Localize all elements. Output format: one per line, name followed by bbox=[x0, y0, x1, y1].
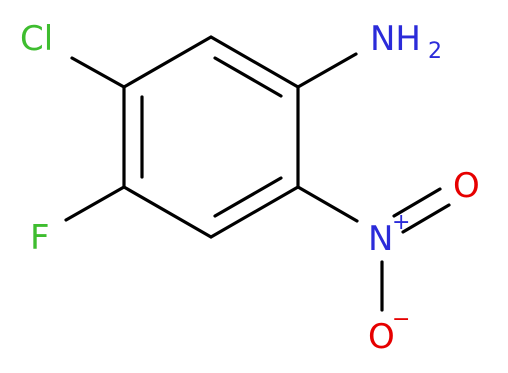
nitro-nitrogen-charge: + bbox=[392, 210, 410, 235]
oxygen-bottom-charge: − bbox=[392, 307, 410, 332]
atom-o-top: O bbox=[453, 166, 480, 206]
fluorine-label: F bbox=[30, 218, 50, 258]
aromatic-inner-bond-bottom-right bbox=[213, 176, 283, 218]
ring-bond-c1-c2 bbox=[209, 35, 300, 89]
amine-label: NH bbox=[370, 19, 421, 59]
nitro-nitrogen-label: N bbox=[368, 219, 393, 259]
ring-bond-c4-c5 bbox=[122, 185, 213, 239]
atom-nitro-n: N + bbox=[368, 210, 410, 259]
ring-bond-c6-c1 bbox=[122, 35, 213, 89]
oxygen-bottom-label: O bbox=[368, 317, 395, 357]
bond-c3-n bbox=[296, 185, 359, 223]
atom-f: F bbox=[30, 218, 50, 258]
bond-c6-cl bbox=[70, 56, 126, 89]
amine-subscript: 2 bbox=[428, 39, 442, 64]
bond-c2-nh2 bbox=[296, 52, 358, 89]
ring-bond-c3-c4 bbox=[209, 185, 300, 239]
double-bond-n-o-top-a bbox=[401, 203, 451, 234]
chlorine-label: Cl bbox=[20, 19, 53, 59]
aromatic-inner-bond-top bbox=[213, 56, 283, 98]
atom-nh2: NH 2 bbox=[370, 19, 442, 64]
double-bond-n-o-top-b bbox=[392, 187, 442, 218]
atom-cl: Cl bbox=[20, 19, 53, 59]
bond-c5-f bbox=[64, 185, 126, 222]
oxygen-top-label: O bbox=[453, 166, 480, 206]
atom-o-bottom: O − bbox=[368, 307, 410, 357]
bonds bbox=[64, 35, 451, 312]
